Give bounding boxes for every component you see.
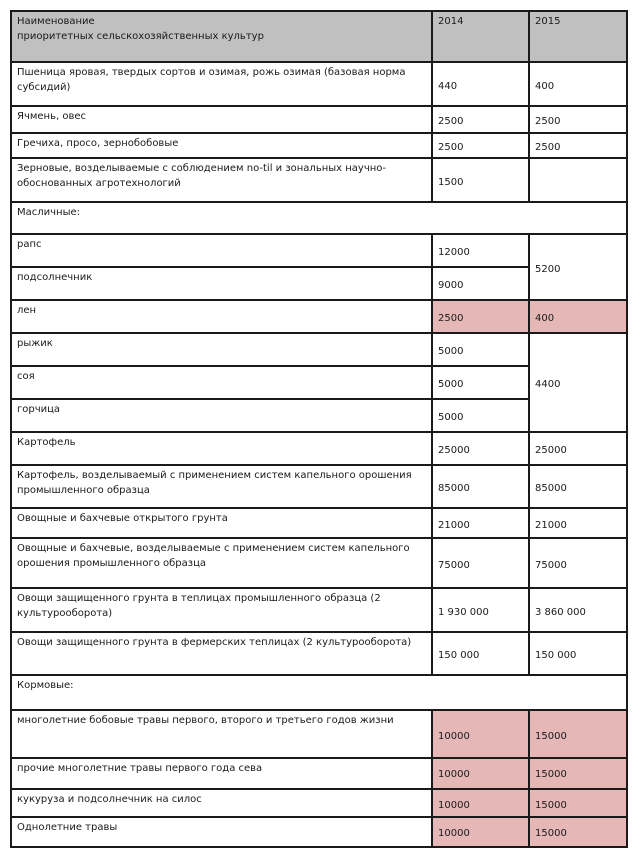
- value-2014: 9000: [431, 266, 530, 301]
- value-2014: 21000: [431, 507, 530, 539]
- value-2014: 12000: [431, 233, 530, 268]
- value-2015: 3 860 000: [528, 587, 628, 633]
- value-2015: 15000: [528, 709, 628, 759]
- section-oilseeds: Масличные:: [10, 201, 628, 235]
- section-row: Кормовые:: [10, 674, 628, 711]
- value-2014: 5000: [431, 365, 530, 400]
- value-2015: 21000: [528, 507, 628, 539]
- value-2014: 10000: [431, 816, 530, 848]
- table-row: Овощные и бахчевые, возделываемые с прим…: [10, 537, 628, 589]
- value-2014: 10000: [431, 788, 530, 818]
- value-2014: 2500: [431, 299, 530, 334]
- table-row: прочие многолетние травы первого года се…: [10, 757, 628, 790]
- value-2015: 4400: [528, 332, 628, 433]
- crop-name: Пшеница яровая, твердых сортов и озимая,…: [10, 61, 433, 107]
- value-2015: 2500: [528, 105, 628, 134]
- crop-name: Однолетние травы: [10, 816, 433, 848]
- table-row: Картофель 25000 25000: [10, 431, 628, 466]
- table-row: многолетние бобовые травы первого, второ…: [10, 709, 628, 759]
- value-2015: 85000: [528, 464, 628, 509]
- section-forage: Кормовые:: [10, 674, 628, 711]
- crop-name: Овощи защищенного грунта в фермерских те…: [10, 631, 433, 676]
- crop-name: Картофель, возделываемый с применением с…: [10, 464, 433, 509]
- crop-name: кукуруза и подсолнечник на силос: [10, 788, 433, 818]
- value-2014: 2500: [431, 132, 530, 159]
- table-row: горчица 5000: [10, 398, 627, 433]
- value-2014: 5000: [431, 398, 530, 433]
- header-row: Наименование приоритетных сельскохозяйст…: [10, 10, 628, 63]
- table-row: Зерновые, возделываемые с соблюдением no…: [10, 157, 628, 203]
- crop-name: рыжик: [10, 332, 433, 367]
- table-row: подсолнечник 9000: [10, 266, 627, 301]
- value-2014: 440: [431, 61, 530, 107]
- table-row: кукуруза и подсолнечник на силос 10000 1…: [10, 788, 628, 818]
- value-2014: 150 000: [431, 631, 530, 676]
- crop-name: прочие многолетние травы первого года се…: [10, 757, 433, 790]
- value-2015: 15000: [528, 816, 628, 848]
- value-2014: 10000: [431, 709, 530, 759]
- crop-name: Гречиха, просо, зернобобовые: [10, 132, 433, 159]
- crop-name: Зерновые, возделываемые с соблюдением no…: [10, 157, 433, 203]
- value-2015: 400: [528, 299, 628, 334]
- crop-name: Овощные и бахчевые открытого грунта: [10, 507, 433, 539]
- value-2015: 5200: [528, 233, 628, 301]
- table-row: лен 2500 400: [10, 299, 628, 334]
- table-row: Овощи защищенного грунта в теплицах пром…: [10, 587, 628, 633]
- crop-name: подсолнечник: [10, 266, 433, 301]
- value-2014: 10000: [431, 757, 530, 790]
- table-row: Овощные и бахчевые открытого грунта 2100…: [10, 507, 628, 539]
- crop-name: Ячмень, овес: [10, 105, 433, 134]
- value-2014: 85000: [431, 464, 530, 509]
- table-row: рапс 12000 5200: [10, 233, 628, 301]
- crop-name: Картофель: [10, 431, 433, 466]
- header-year-2014: 2014: [431, 10, 530, 63]
- table-row: соя 5000: [10, 365, 627, 400]
- value-2014: 2500: [431, 105, 530, 134]
- crop-name: Овощные и бахчевые, возделываемые с прим…: [10, 537, 433, 589]
- table-row: Овощи защищенного грунта в фермерских те…: [10, 631, 628, 676]
- value-2015: 75000: [528, 537, 628, 589]
- header-year-2015: 2015: [528, 10, 628, 63]
- value-2015: 400: [528, 61, 628, 107]
- crop-name: многолетние бобовые травы первого, второ…: [10, 709, 433, 759]
- value-2014: 5000: [431, 332, 530, 367]
- table-row: Картофель, возделываемый с применением с…: [10, 464, 628, 509]
- value-2014: 25000: [431, 431, 530, 466]
- value-2014: 1 930 000: [431, 587, 530, 633]
- crop-name: соя: [10, 365, 433, 400]
- table-row: Гречиха, просо, зернобобовые 2500 2500: [10, 132, 628, 159]
- table-row: Ячмень, овес 2500 2500: [10, 105, 628, 134]
- subsidy-rates-table: Наименование приоритетных сельскохозяйст…: [10, 10, 628, 848]
- value-2014: 75000: [431, 537, 530, 589]
- crop-name: лен: [10, 299, 433, 334]
- value-2015: 2500: [528, 132, 628, 159]
- header-crop-name: Наименование приоритетных сельскохозяйст…: [10, 10, 433, 63]
- value-2015: 15000: [528, 788, 628, 818]
- section-row: Масличные:: [10, 201, 628, 235]
- crop-name: рапс: [10, 233, 433, 268]
- crop-name: Овощи защищенного грунта в теплицах пром…: [10, 587, 433, 633]
- value-2015: 25000: [528, 431, 628, 466]
- value-2015: 150 000: [528, 631, 628, 676]
- crop-name: горчица: [10, 398, 433, 433]
- value-2015: [528, 157, 628, 203]
- table-row: Пшеница яровая, твердых сортов и озимая,…: [10, 61, 628, 107]
- table-row: рыжик 5000 4400: [10, 332, 628, 433]
- value-2015: 15000: [528, 757, 628, 790]
- table-row: Однолетние травы 10000 15000: [10, 816, 628, 848]
- value-2014: 1500: [431, 157, 530, 203]
